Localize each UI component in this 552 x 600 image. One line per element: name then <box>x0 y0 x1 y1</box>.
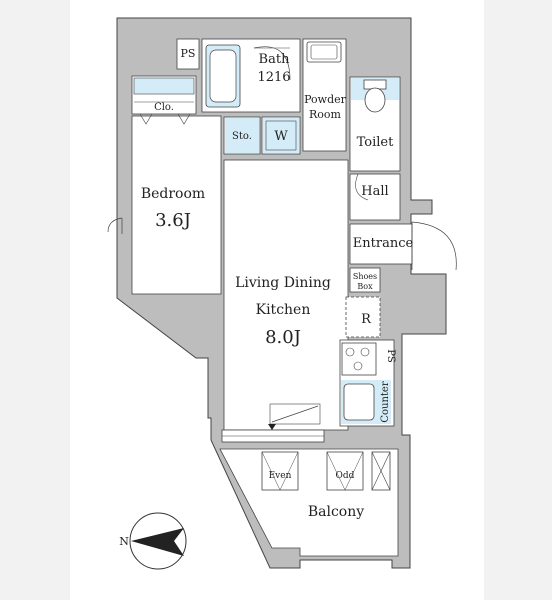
closet-label: Clo. <box>154 102 174 113</box>
ac-unit-odd <box>326 451 364 491</box>
shoes-label-1: Shoes <box>353 272 377 281</box>
washer-label: W <box>274 129 288 144</box>
bedroom <box>131 115 222 295</box>
storage-label: Sto. <box>232 131 252 142</box>
bath-label: Bath <box>259 52 291 67</box>
left-margin-panel <box>0 0 70 600</box>
entrance-label: Entrance <box>353 236 414 251</box>
washer-tint <box>263 118 299 153</box>
ldk-size-label: 8.0J <box>265 327 301 348</box>
shoes-box <box>349 267 381 293</box>
right-margin-panel <box>484 0 552 600</box>
powder-label-1: Powder <box>304 93 347 106</box>
ps-top-label: PS <box>181 47 196 60</box>
even-label: Even <box>269 471 292 481</box>
entry-arrow <box>268 424 276 430</box>
compass-north-arrow-icon <box>131 528 184 556</box>
stove <box>341 342 377 376</box>
ps-right-label: PS <box>385 349 396 363</box>
powder-label-2: Room <box>309 108 342 121</box>
ac-unit-even <box>261 451 299 491</box>
ldk-label-2: Kitchen <box>256 302 311 318</box>
kitchen-sink <box>343 383 375 421</box>
storage-tint <box>225 118 259 153</box>
balcony-label: Balcony <box>308 504 364 520</box>
ldk-label-1: Living Dining <box>235 275 331 291</box>
compass-north-label: N <box>119 535 129 548</box>
hall-label: Hall <box>361 184 388 199</box>
entrance <box>349 223 413 265</box>
ldk <box>223 159 349 431</box>
compass: N <box>119 512 187 570</box>
bedroom-size-label: 3.6J <box>155 210 191 231</box>
toilet-bowl <box>364 87 386 113</box>
bedroom-label: Bedroom <box>141 186 205 202</box>
closet-shelf <box>133 77 195 95</box>
hall <box>349 173 401 221</box>
ps-shaft <box>176 38 200 70</box>
refrigerator-space <box>345 296 381 338</box>
refrigerator-label: R <box>361 312 372 327</box>
odd-label: Odd <box>336 471 355 481</box>
bath-size-label: 1216 <box>257 70 290 85</box>
toilet-label: Toilet <box>357 135 394 150</box>
shoes-label-2: Box <box>357 282 373 291</box>
counter-label: Counter <box>380 381 391 422</box>
